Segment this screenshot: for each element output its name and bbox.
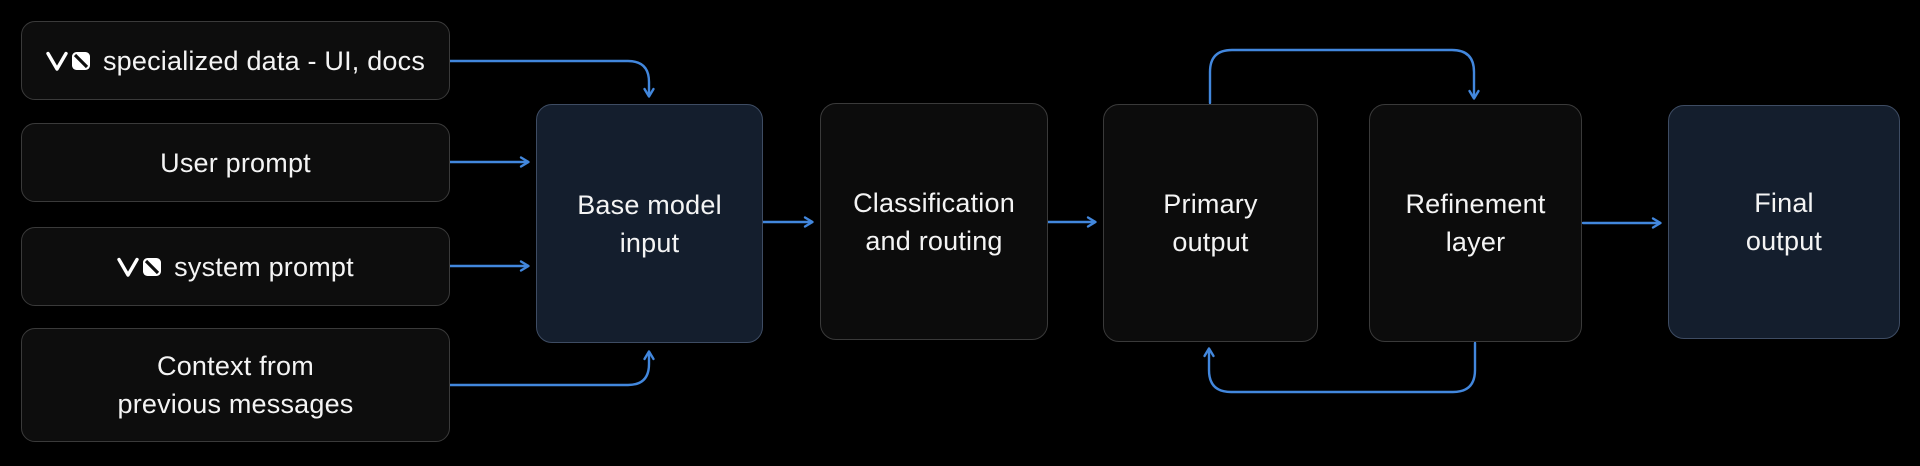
node-label-line: Final [1754, 188, 1814, 218]
node-label: User prompt [160, 147, 311, 178]
node-label-line: Classification [853, 187, 1015, 218]
node-specialized-data: specialized data - UI, docs [21, 21, 450, 100]
node-label-line: and routing [865, 225, 1003, 256]
node-label-line: output [1172, 227, 1249, 257]
v0-logo-icon [46, 49, 92, 73]
node-label-line: previous messages [117, 389, 354, 419]
node-primary-output: Primary output [1103, 104, 1318, 342]
node-label-line: Primary [1163, 189, 1258, 219]
edge-specialized-to-base [448, 59, 655, 98]
node-label-line: Base model [577, 189, 722, 220]
node-system-prompt: system prompt [21, 227, 450, 306]
node-label: specialized data - UI, docs [102, 45, 426, 76]
node-base-model-input: Base model input [536, 104, 763, 343]
node-classification-routing: Classification and routing [820, 103, 1048, 340]
node-label-line: layer [1445, 227, 1506, 257]
edge-context-to-base [448, 350, 655, 387]
node-label-line: input [619, 227, 680, 258]
node-label: system prompt [174, 251, 354, 282]
node-label-line: Context from [157, 351, 314, 381]
node-final-output: Final output [1668, 105, 1900, 339]
edge-refinement-to-primary-bottomloop [1203, 341, 1477, 394]
node-label-line: Refinement [1405, 189, 1546, 219]
node-label-line: output [1745, 226, 1823, 256]
node-context: Context from previous messages [21, 328, 450, 442]
edge-primary-to-refinement-toploop [1208, 48, 1480, 105]
v0-logo-icon [117, 255, 163, 279]
node-user-prompt: User prompt [21, 123, 450, 202]
node-refinement-layer: Refinement layer [1369, 104, 1582, 342]
